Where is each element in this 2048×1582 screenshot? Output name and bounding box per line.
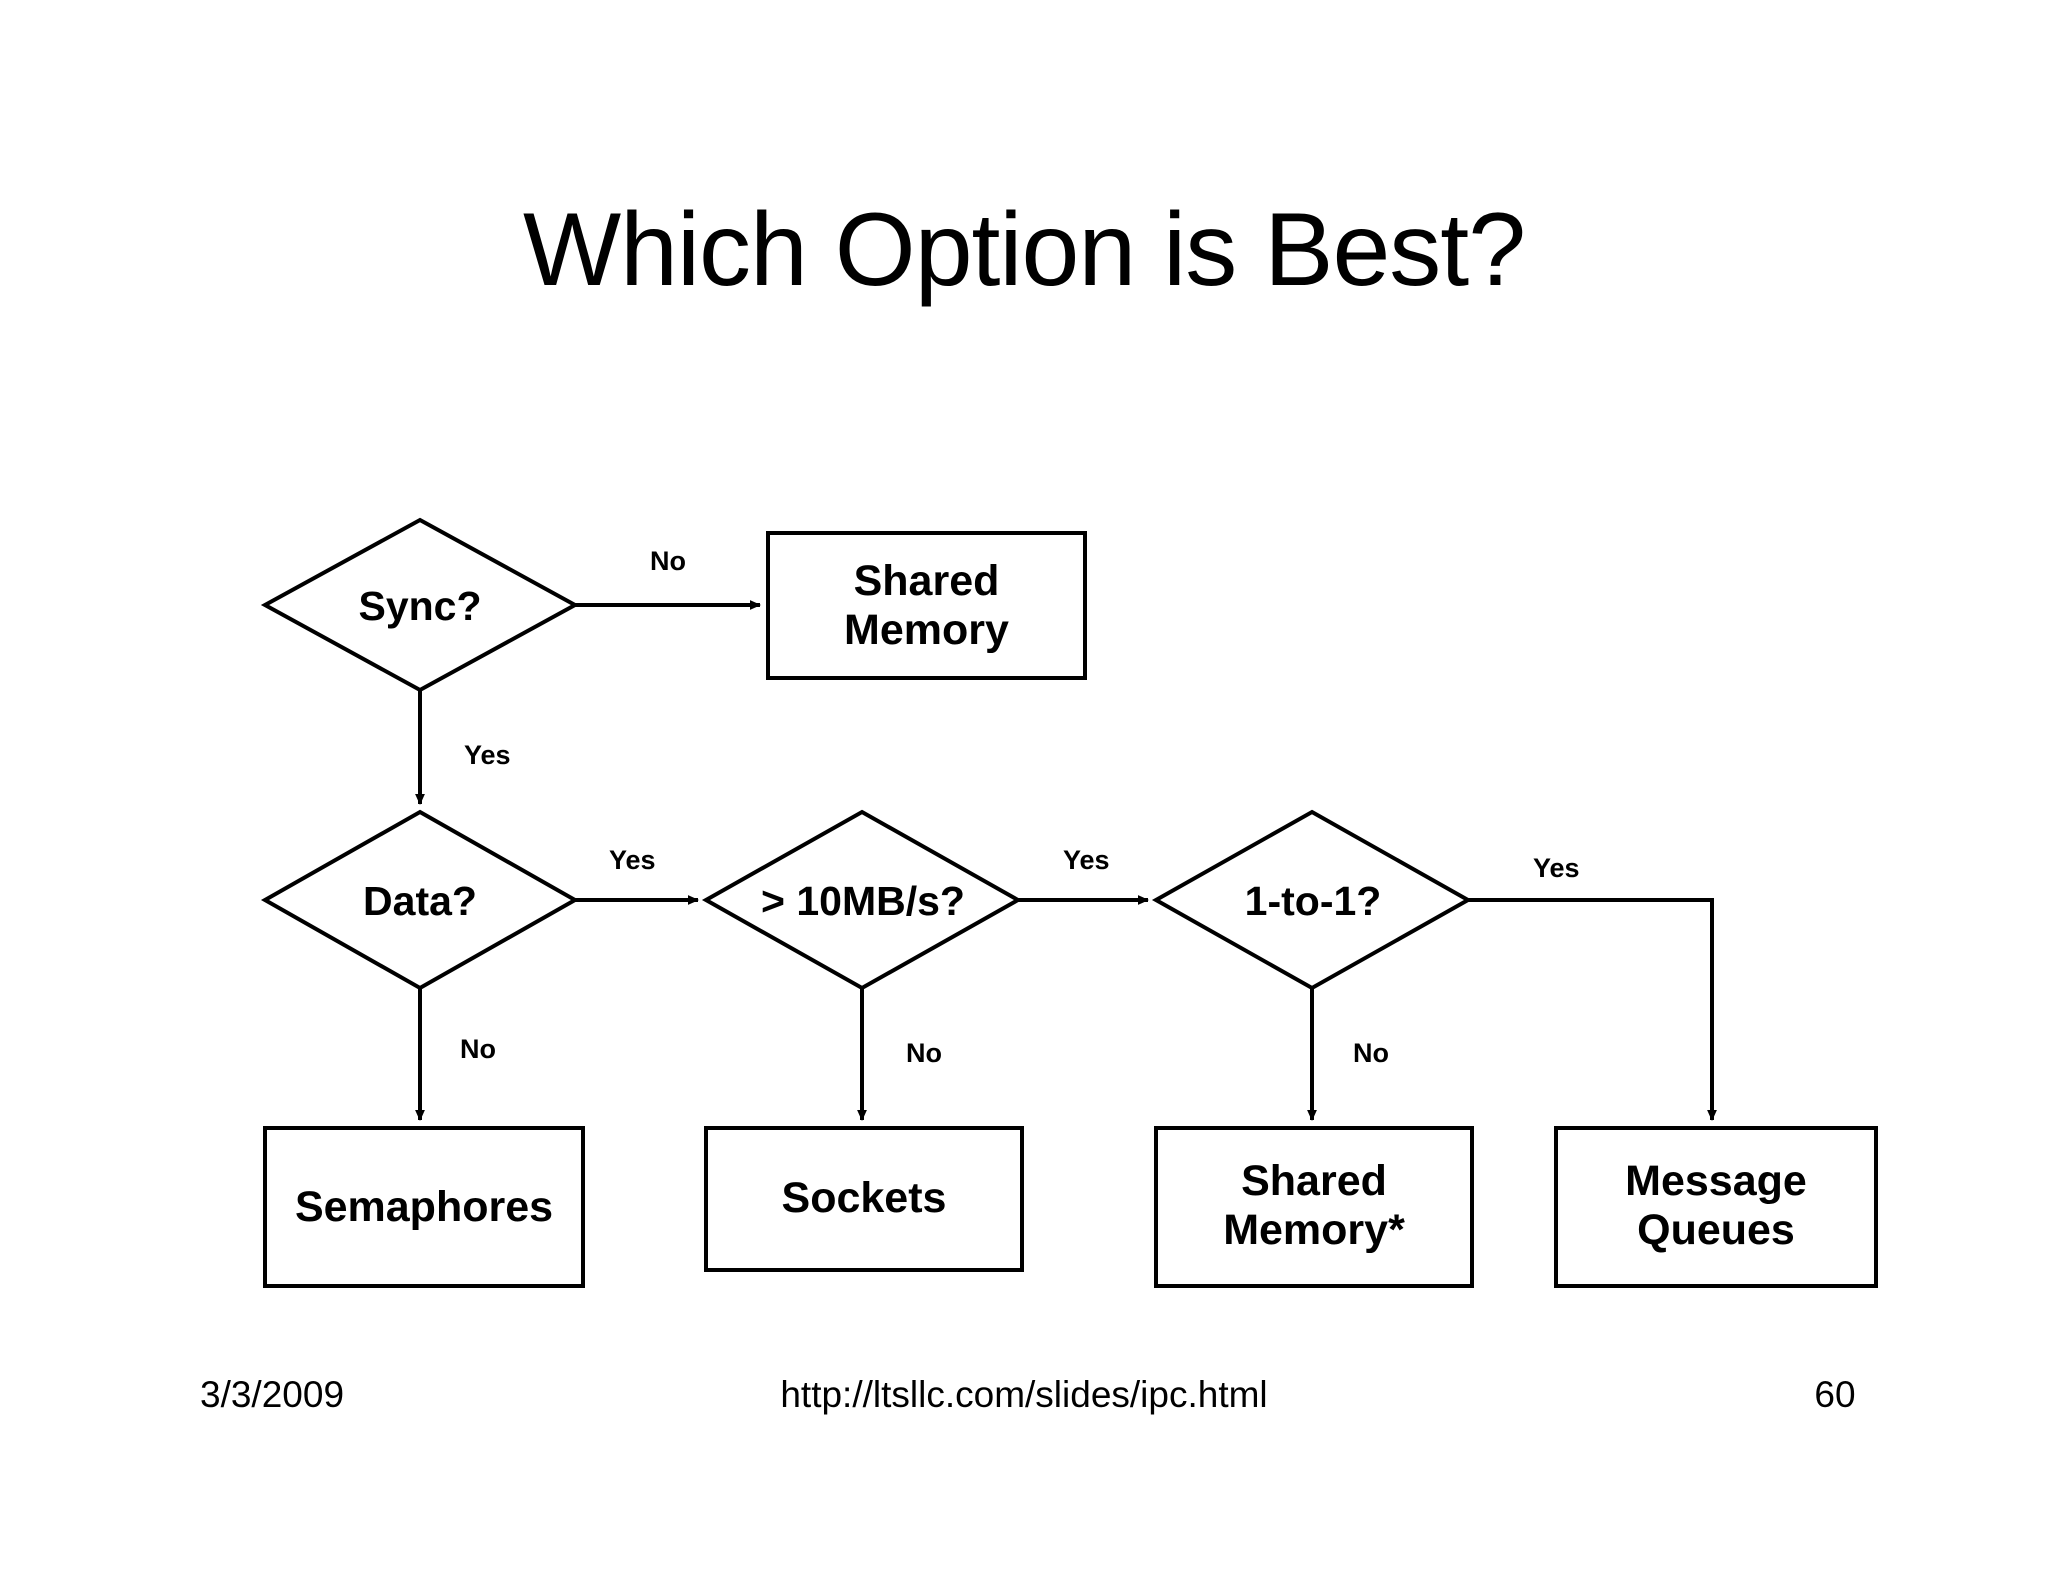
node-shape-sockets xyxy=(704,1126,1024,1272)
node-shape-shared-memory-star xyxy=(1154,1126,1474,1288)
edge-label-throughput-no: No xyxy=(906,1038,942,1068)
node-shape-throughput xyxy=(701,809,1023,991)
node-shape-shared-memory xyxy=(766,531,1087,680)
edge-one-to-one-yes xyxy=(1468,898,1717,1121)
edge-label-sync-no: No xyxy=(650,546,686,576)
node-shape-data xyxy=(260,809,580,991)
footer-url: http://ltsllc.com/slides/ipc.html xyxy=(780,1374,1268,1415)
footer-date: 3/3/2009 xyxy=(200,1374,345,1415)
edge-label-one-to-one-yes: Yes xyxy=(1533,853,1580,883)
edge-label-throughput-yes: Yes xyxy=(1063,845,1110,875)
footer-page-number: 60 xyxy=(1814,1374,1856,1415)
edge-label-sync-yes: Yes xyxy=(464,740,511,770)
node-shape-message-queues xyxy=(1554,1126,1878,1288)
edge-label-data-no: No xyxy=(460,1034,496,1064)
edge-label-one-to-one-no: No xyxy=(1353,1038,1389,1068)
node-shape-sync xyxy=(260,517,580,693)
node-shape-semaphores xyxy=(263,1126,585,1288)
edge-label-data-yes: Yes xyxy=(609,845,656,875)
slide-footer: 3/3/2009 http://ltsllc.com/slides/ipc.ht… xyxy=(0,1374,2048,1426)
node-shape-one-to-one xyxy=(1151,809,1473,991)
page-title: Which Option is Best? xyxy=(522,192,1526,308)
